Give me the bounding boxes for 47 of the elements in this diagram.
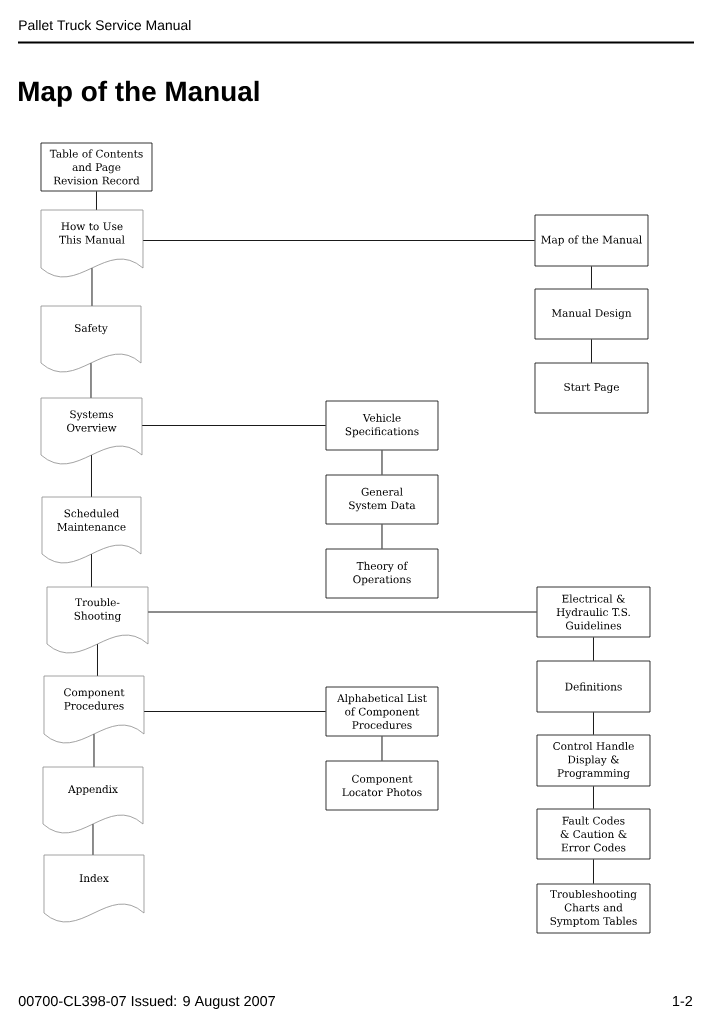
document-box: Scheduled Maintenance: [41, 496, 142, 564]
connector-line: [591, 338, 592, 364]
connector-line: [142, 240, 536, 241]
connector-line: [97, 643, 98, 677]
document-box: Index: [43, 854, 145, 923]
connector-line: [91, 454, 92, 498]
document-box: Systems Overview: [40, 397, 143, 465]
process-box: Electrical & Hydraulic T.S. Guidelines: [536, 586, 651, 638]
document-box: Appendix: [42, 766, 144, 834]
document-box: How to Use This Manual: [40, 209, 144, 278]
page-number: 1-2: [673, 995, 693, 1006]
process-box: Theory of Operations: [325, 548, 439, 599]
document-box: Safety: [40, 305, 142, 373]
connector-line: [593, 785, 594, 810]
document-box: Trouble-Shooting: [46, 586, 149, 654]
connector-line: [143, 711, 327, 712]
connector-line: [591, 265, 592, 290]
process-box: Start Page: [534, 362, 649, 414]
running-header: Pallet Truck Service Manual: [19, 19, 191, 31]
connector-line: [141, 425, 327, 426]
process-box: Fault Codes & Caution & Error Codes: [536, 808, 651, 860]
page-title: Map of the Manual: [19, 80, 259, 107]
connector-line: [593, 636, 594, 662]
process-box: Component Locator Photos: [325, 760, 439, 811]
process-box: Vehicle Specifications: [325, 400, 439, 451]
process-box: Table of Contents and Page Revision Record: [40, 142, 153, 192]
connector-line: [381, 523, 383, 550]
process-box: Map of the Manual: [534, 214, 649, 267]
connector-line: [96, 190, 97, 211]
process-box: Control Handle Display & Programming: [536, 734, 651, 787]
connector-line: [90, 362, 92, 399]
connector-line: [147, 611, 538, 613]
process-box: Manual Design: [534, 288, 649, 340]
connector-line: [93, 733, 95, 768]
process-box: Troubleshooting Charts and Symptom Tables: [536, 883, 651, 934]
process-box: Alphabetical List of Component Procedures: [325, 686, 439, 737]
connector-line: [92, 823, 94, 856]
connector-line: [91, 553, 92, 588]
process-box: General System Data: [325, 474, 439, 525]
connector-line: [381, 449, 383, 476]
document-number: 00700-CL398-07 Issued: 9 August 2007: [18, 995, 275, 1009]
process-box: Definitions: [536, 660, 651, 713]
connector-line: [91, 267, 93, 307]
connector-line: [593, 858, 594, 885]
connector-line: [593, 711, 594, 736]
connector-line: [381, 735, 383, 762]
document-box: Component Procedures: [43, 675, 145, 744]
